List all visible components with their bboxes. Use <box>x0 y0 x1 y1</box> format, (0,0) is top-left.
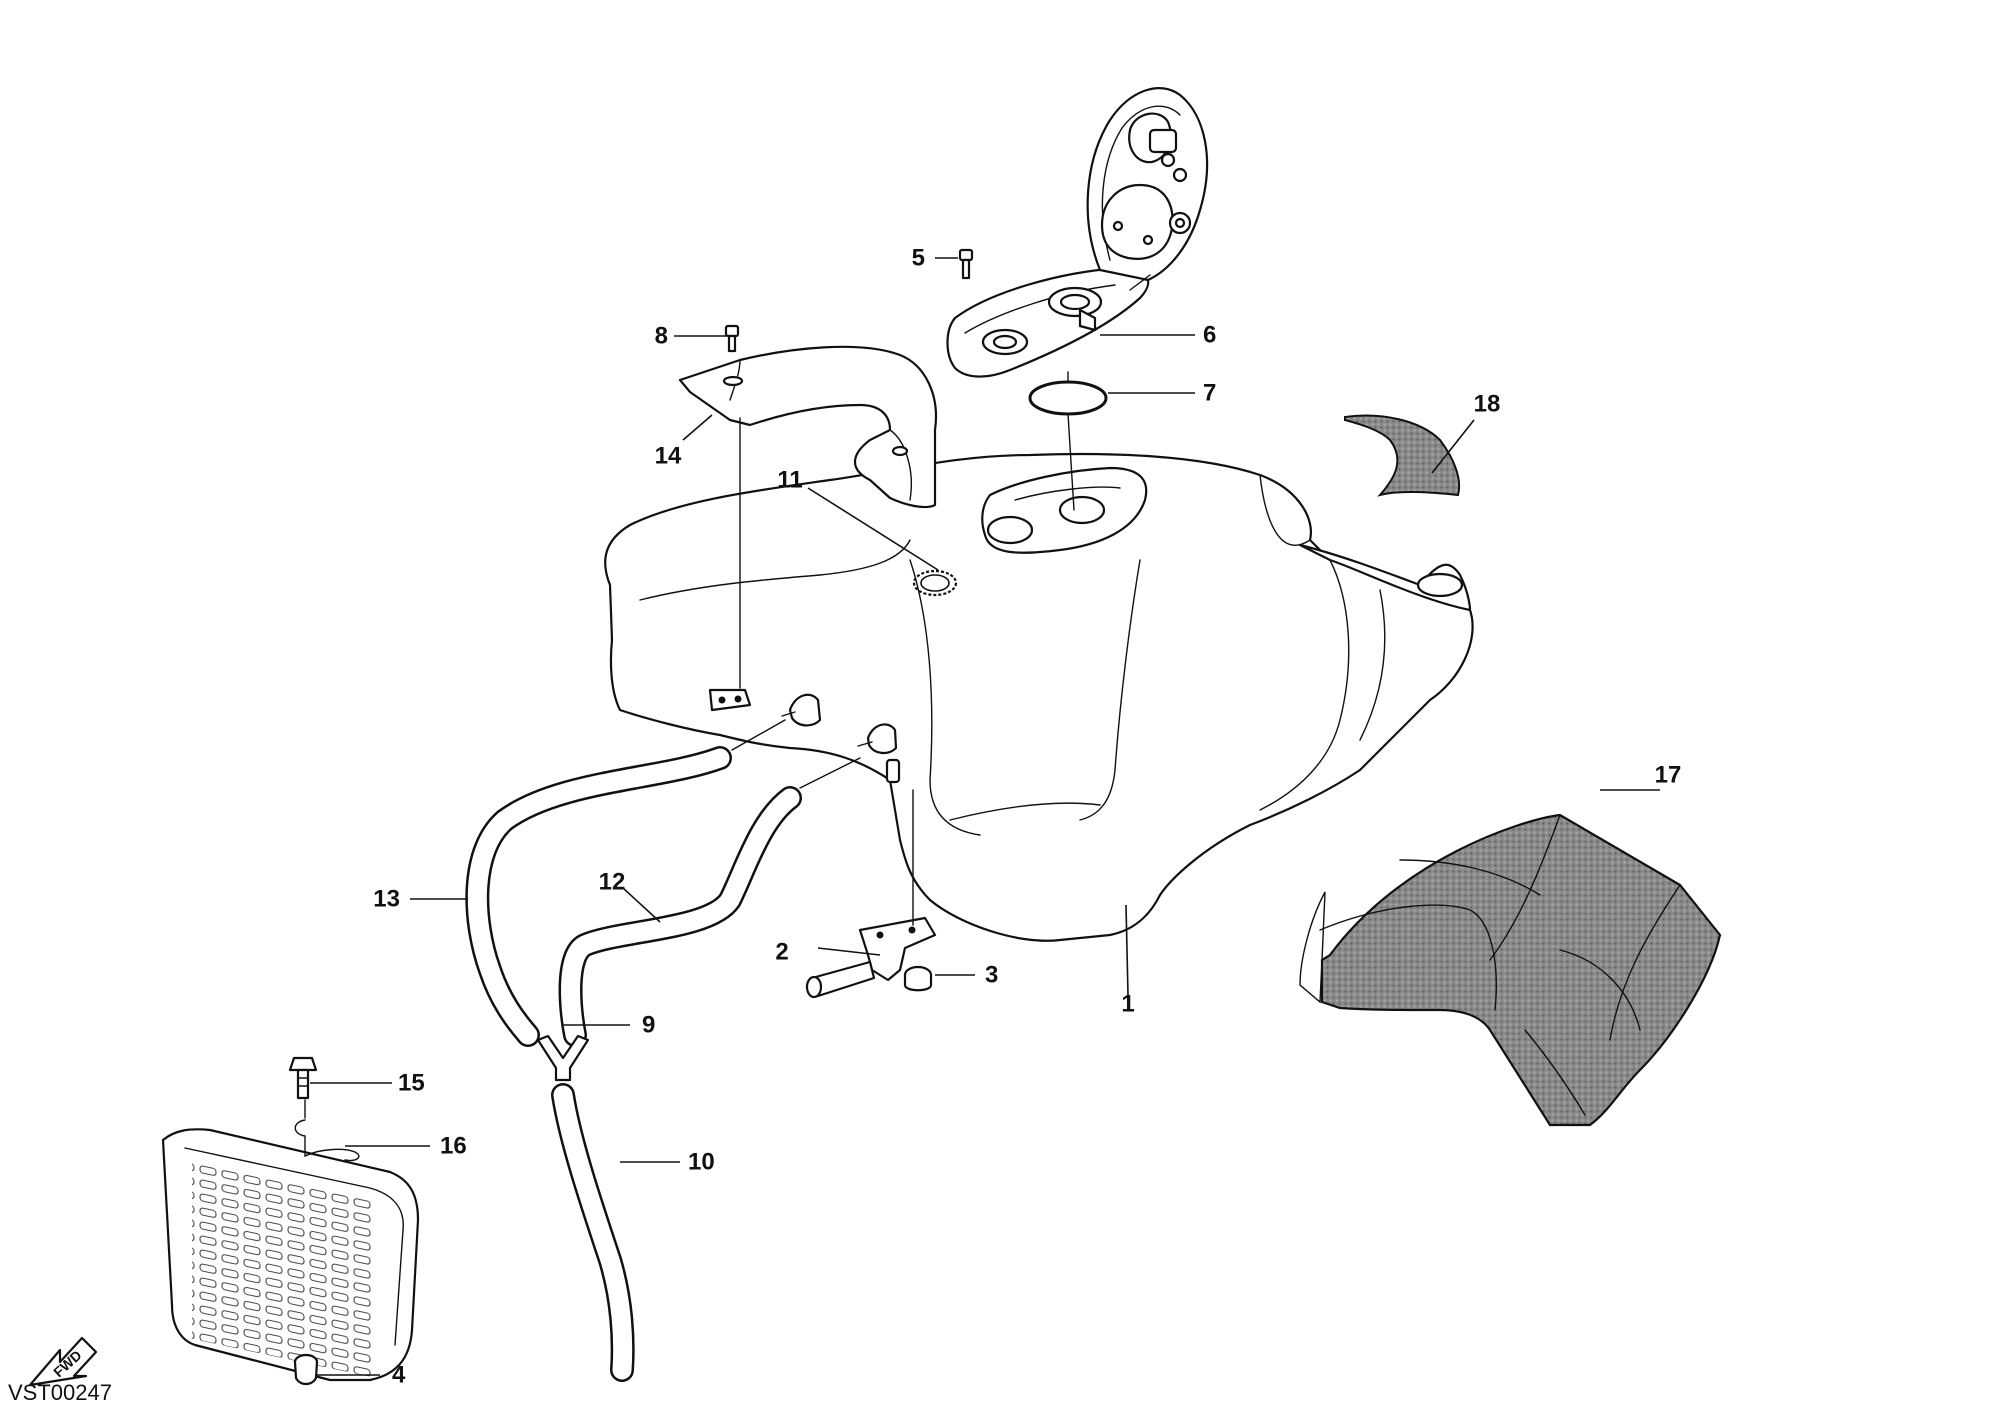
callout-6: 6 <box>1203 322 1216 349</box>
forward-arrow: FWD <box>28 1336 98 1387</box>
callout-5: 5 <box>912 245 925 272</box>
fuel-tank <box>604 452 1474 942</box>
callout-14: 14 <box>655 443 682 470</box>
callout-12: 12 <box>599 869 626 896</box>
rubber-grommet <box>903 965 933 992</box>
callout-3: 3 <box>985 962 998 989</box>
callout-15: 15 <box>398 1070 425 1097</box>
callout-17: 17 <box>1655 762 1682 789</box>
callout-18: 18 <box>1474 391 1501 418</box>
callout-4: 4 <box>392 1362 406 1389</box>
side-panel <box>1344 414 1460 497</box>
callout-8: 8 <box>655 323 668 350</box>
callout-16: 16 <box>440 1133 467 1160</box>
callout-11: 11 <box>777 467 802 494</box>
radiator-guard <box>161 1128 420 1382</box>
spring-clip <box>294 1119 360 1162</box>
callout-7: 7 <box>1203 380 1216 407</box>
drain-hose <box>551 1083 635 1382</box>
callout-1: 1 <box>1121 991 1134 1018</box>
filler-cap-assembly <box>946 87 1209 378</box>
drawing-code: VST00247 <box>8 1380 112 1405</box>
overflow-hose <box>465 746 732 1047</box>
clamp-ring <box>912 569 958 597</box>
front-bracket <box>678 345 938 509</box>
rear-mount-pin <box>805 916 937 999</box>
leader-lines <box>310 257 1660 1376</box>
o-ring <box>1028 380 1108 416</box>
callout-13: 13 <box>373 886 400 913</box>
rubber-mount <box>293 1353 319 1386</box>
callout-10: 10 <box>688 1149 715 1176</box>
screw <box>288 1056 318 1100</box>
callout-2: 2 <box>775 939 788 966</box>
cap-screw <box>958 248 974 280</box>
y-connector <box>536 1034 590 1082</box>
tank-cover <box>1299 813 1722 1127</box>
callout-9: 9 <box>642 1012 655 1039</box>
bracket-screw <box>724 324 740 353</box>
breather-hose <box>558 786 802 1047</box>
